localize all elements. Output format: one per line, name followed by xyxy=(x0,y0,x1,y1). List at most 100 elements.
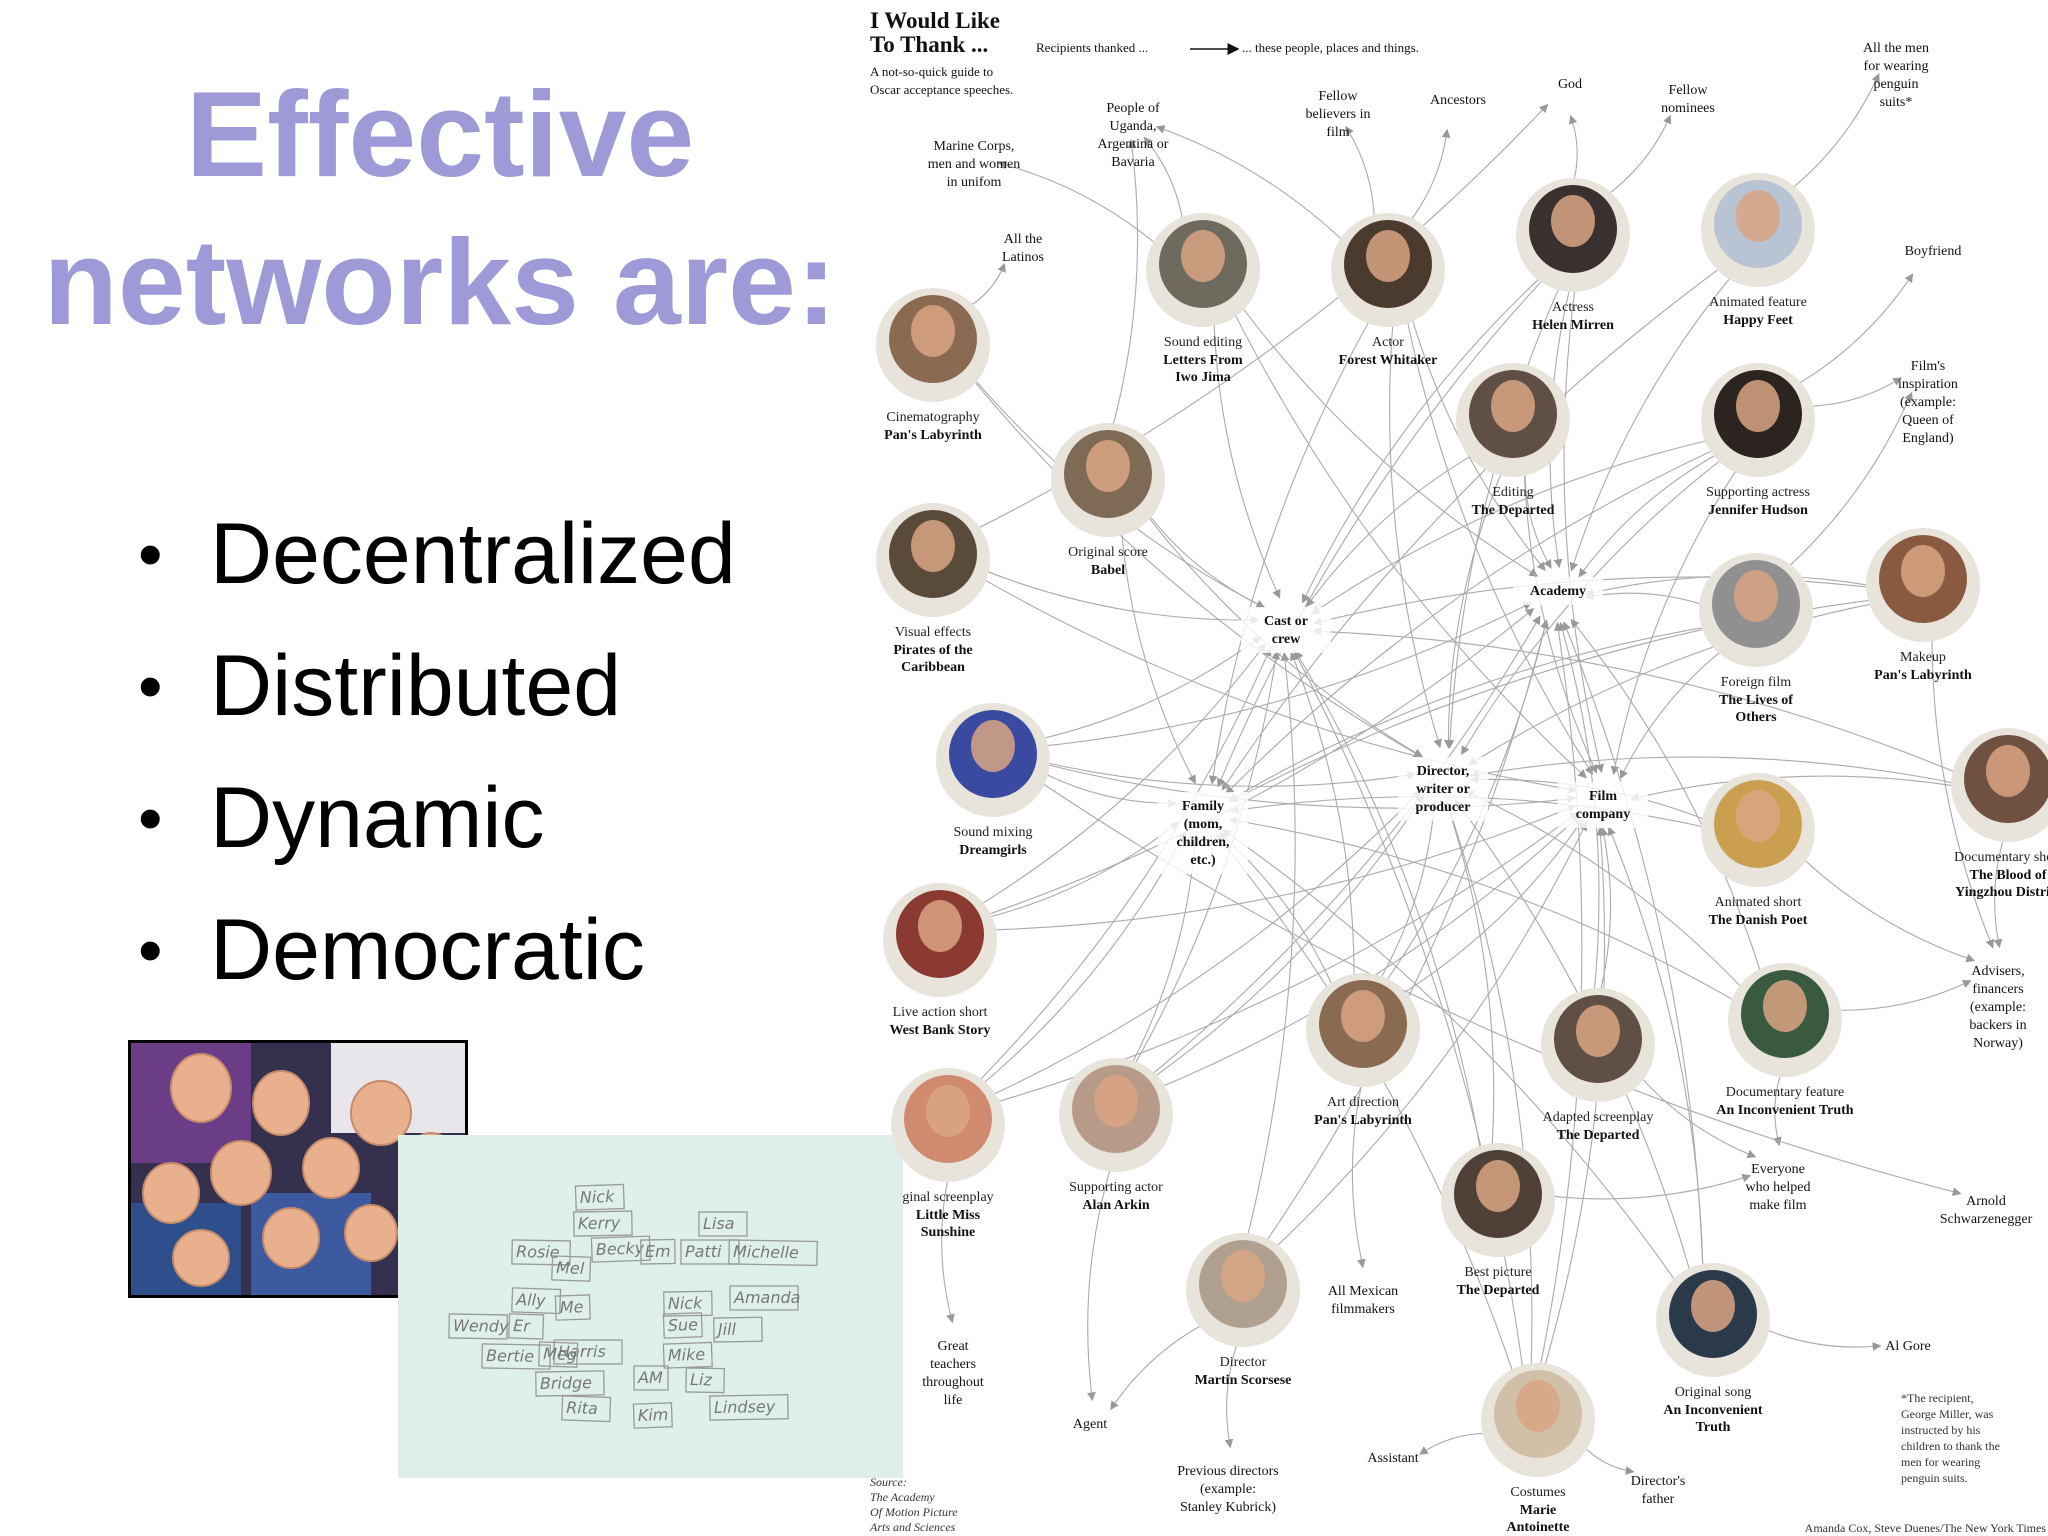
portrait-face xyxy=(911,305,955,357)
bullet-text: Distributed xyxy=(210,638,622,734)
target-label: Advisers, xyxy=(1971,964,2024,979)
recipient-film: Pan's Labyrinth xyxy=(884,428,982,443)
sketch-name: Em xyxy=(645,1242,671,1261)
credit-line: Amanda Cox, Steve Duenes/The New York Ti… xyxy=(1805,1521,2047,1535)
portrait-face xyxy=(1736,790,1780,842)
thank-edge xyxy=(1120,526,1196,785)
thank-edge xyxy=(964,262,1006,310)
group-photo xyxy=(128,1040,468,1298)
thank-edge xyxy=(1040,761,1417,787)
target-label: financers xyxy=(1972,982,2023,997)
target-label: throughout xyxy=(922,1375,984,1390)
recipient-film: Pirates of the xyxy=(893,643,972,658)
thank-edge xyxy=(975,642,1266,909)
target-label: Everyone xyxy=(1751,1162,1805,1177)
thank-edge xyxy=(1228,816,1741,1005)
sketch-name: Mel xyxy=(556,1258,585,1278)
recipient-film: Antoinette xyxy=(1507,1520,1570,1535)
target-label: Stanley Kubrick) xyxy=(1180,1500,1276,1515)
thank-edge xyxy=(1306,451,1478,608)
bullet-item: •Democratic xyxy=(130,884,736,1016)
recipient-film: Babel xyxy=(1091,563,1125,578)
sketch-box xyxy=(663,1290,713,1317)
recipient-category: Original song xyxy=(1675,1385,1752,1400)
sketch-box xyxy=(728,1239,818,1267)
graphic-title-line-1: I Would Like xyxy=(870,8,1000,33)
thank-edge xyxy=(1468,602,1879,766)
bullet-list: •Decentralized •Distributed •Dynamic •De… xyxy=(130,488,736,1016)
thank-edge xyxy=(1831,980,1972,1011)
target-label: nominees xyxy=(1661,101,1715,116)
hub-label: crew xyxy=(1272,632,1301,647)
sketch-name: Amanda xyxy=(733,1288,800,1307)
recipient-category: Foreign film xyxy=(1721,675,1791,690)
thank-edge xyxy=(1231,308,1587,779)
portrait-face xyxy=(971,720,1015,772)
bullet-dot: • xyxy=(138,911,163,989)
recipient-film: Others xyxy=(1735,710,1777,725)
hub-label: Film xyxy=(1589,789,1617,804)
target-label: penguin xyxy=(1873,77,1918,92)
sketch-box xyxy=(640,1238,676,1265)
recipient-category: Animated short xyxy=(1715,895,1802,910)
source-line: Of Motion Picture xyxy=(870,1505,958,1519)
target-label: suits* xyxy=(1880,95,1913,110)
source-line: Source: xyxy=(870,1475,907,1489)
hub-label: Family xyxy=(1182,799,1224,814)
target-label: men and women xyxy=(928,157,1021,172)
thank-edge xyxy=(1225,447,1719,795)
sketch-box xyxy=(511,1287,562,1315)
recipient-category: Makeup xyxy=(1900,650,1946,665)
thank-edge xyxy=(1156,814,1581,1090)
sketch-box xyxy=(685,1367,725,1394)
recipient-category: Visual effects xyxy=(895,625,971,640)
portrait-face xyxy=(1086,440,1130,492)
bullet-dot: • xyxy=(138,647,163,725)
sketch-name: Nick xyxy=(579,1187,615,1207)
target-label: Fellow xyxy=(1669,83,1709,98)
sketch-box xyxy=(680,1239,740,1265)
recipient-film: Caribbean xyxy=(901,660,965,675)
target-label: Fellow xyxy=(1319,89,1359,104)
thank-edge xyxy=(1578,451,1723,578)
footnote-line: children to thank the xyxy=(1901,1439,2000,1453)
bullet-text: Decentralized xyxy=(210,506,736,602)
thank-edge xyxy=(1245,651,1296,1243)
target-label: Uganda, xyxy=(1109,119,1156,134)
thank-edge xyxy=(1603,114,1672,199)
thank-edge xyxy=(1607,826,1704,1274)
portrait-face xyxy=(1221,1250,1265,1302)
thank-edge xyxy=(1155,125,1348,246)
sketch-name: Rita xyxy=(566,1398,598,1418)
target-label: inspiration xyxy=(1898,377,1958,392)
target-label: Great xyxy=(937,1339,968,1354)
sketch-box xyxy=(508,1313,545,1340)
sketch-box xyxy=(551,1255,592,1282)
sketch-box xyxy=(662,1312,703,1339)
target-previous: Previous directors(example:Stanley Kubri… xyxy=(1177,1464,1278,1515)
sketch-name: Wendy xyxy=(453,1316,509,1336)
thank-edge xyxy=(1143,136,1185,227)
recipient-film: Letters From xyxy=(1163,353,1243,368)
recipient-film: Happy Feet xyxy=(1723,313,1793,328)
thank-edge xyxy=(1443,466,1505,749)
thank-edge xyxy=(1783,391,1913,572)
recipient-film: An Inconvenient Truth xyxy=(1716,1103,1853,1118)
bullet-text: Dynamic xyxy=(210,770,545,866)
portrait-face xyxy=(1366,230,1410,282)
footnote-line: *The recipient, xyxy=(1901,1391,1974,1405)
recipient-category: Art direction xyxy=(1327,1095,1399,1110)
